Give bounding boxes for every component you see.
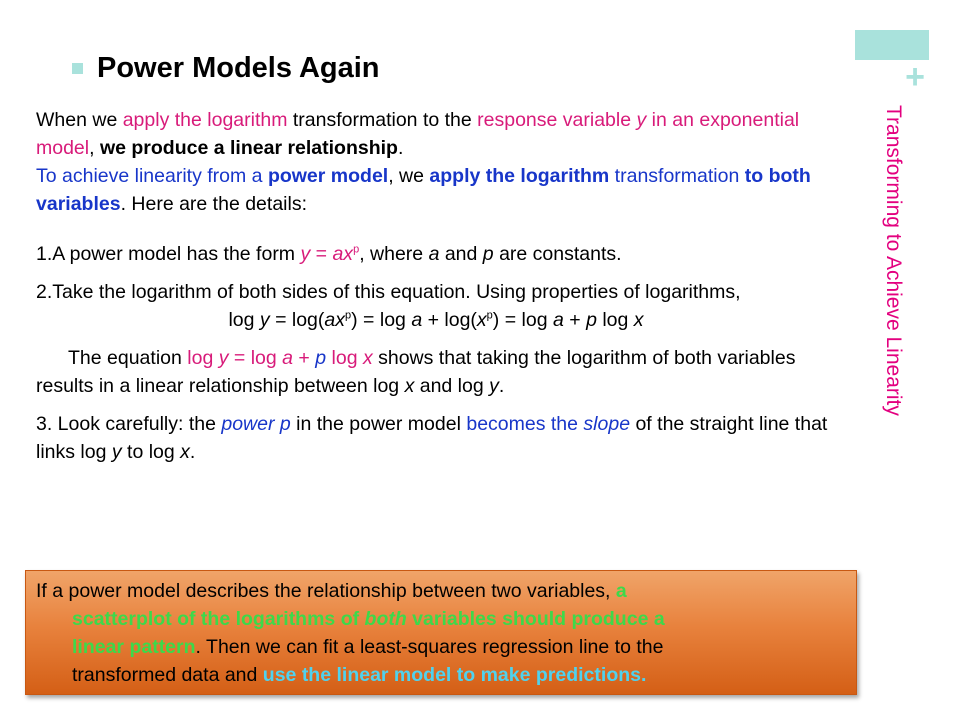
- text-run: power model: [267, 165, 389, 187]
- text-run: apply the logarithm: [122, 109, 288, 131]
- text-run: x: [404, 375, 415, 397]
- text-run: use the linear model to make predictions…: [262, 664, 647, 686]
- text-run: y: [300, 243, 311, 265]
- text-run: . Then we can fit a least-squares regres…: [195, 636, 664, 658]
- text-run: x: [180, 441, 190, 463]
- accent-bar: [855, 30, 929, 60]
- text-run: ,: [89, 137, 100, 159]
- text-run: y: [218, 347, 229, 369]
- text-run: = log(: [269, 309, 325, 331]
- step-2: 2.Take the logarithm of both sides of th…: [36, 281, 741, 303]
- text-run: 1.A power model has the form: [36, 243, 301, 265]
- text-run: =: [310, 243, 333, 265]
- text-run: To achieve linearity from a: [36, 165, 268, 187]
- text-run: x: [476, 309, 487, 331]
- text-run: When we: [36, 109, 123, 131]
- text-run: transformation to the: [287, 109, 478, 131]
- text-run: +: [563, 309, 587, 331]
- text-run: to log: [121, 441, 181, 463]
- text-run: of the straight line that links log: [36, 413, 828, 463]
- text-run: log: [187, 347, 219, 369]
- text-run: ) = log: [351, 309, 412, 331]
- text-run: , we: [388, 165, 430, 187]
- text-run: scatterplot of the logarithms of: [72, 608, 365, 630]
- text-run: apply the logarithm: [429, 165, 610, 187]
- text-run: ) = log: [492, 309, 553, 331]
- text-run: power p: [221, 413, 291, 435]
- plus-icon: +: [905, 58, 925, 96]
- text-run: log: [596, 309, 634, 331]
- slide-title: Power Models Again: [97, 51, 380, 84]
- text-run: +: [293, 347, 316, 369]
- text-run: in the power model: [290, 413, 467, 435]
- step-3: 3. Look carefully: the power p in the po…: [36, 410, 836, 466]
- text-run: a: [411, 309, 423, 331]
- text-run: linear pattern: [72, 636, 196, 658]
- text-run: ax: [324, 309, 346, 331]
- text-run: , where: [359, 243, 429, 265]
- text-run: If a power model describes the relations…: [36, 580, 616, 602]
- text-run: y: [636, 109, 647, 131]
- equation-explanation: The equation log y = log a + p log x sho…: [36, 344, 836, 400]
- step-1: 1.A power model has the form y = axp, wh…: [36, 240, 836, 268]
- text-run: y: [489, 375, 499, 397]
- text-run: x: [633, 309, 644, 331]
- text-run: .: [498, 375, 505, 397]
- text-run: a: [552, 309, 564, 331]
- text-run: = log: [228, 347, 283, 369]
- title-row: Power Models Again: [72, 48, 380, 88]
- text-run: .: [189, 441, 196, 463]
- callout-line: transformed data and use the linear mode…: [36, 661, 846, 689]
- text-run: to both variables: [36, 165, 811, 215]
- slide-body: When we apply the logarithm transformati…: [36, 106, 836, 466]
- text-run: slope: [583, 413, 631, 435]
- text-run: y: [259, 309, 270, 331]
- text-run: p: [482, 243, 494, 265]
- text-run: and: [439, 243, 483, 265]
- text-run: log: [326, 347, 363, 369]
- side-title: Transforming to Achieve Linearity: [882, 105, 905, 416]
- text-run: both: [364, 608, 407, 630]
- callout-line: linear pattern. Then we can fit a least-…: [36, 633, 846, 661]
- text-run: a: [282, 347, 293, 369]
- text-run: a: [615, 580, 627, 602]
- text-run: becomes the: [466, 413, 584, 435]
- text-run: .: [397, 137, 404, 159]
- text-run: in an exponential model: [36, 109, 800, 159]
- callout-line: If a power model describes the relations…: [36, 577, 846, 605]
- summary-callout: If a power model describes the relations…: [25, 570, 857, 695]
- text-run: . Here are the details:: [120, 193, 307, 215]
- text-run: p: [315, 347, 327, 369]
- text-run: transformation: [609, 165, 745, 187]
- text-run: log: [228, 309, 260, 331]
- text-run: p: [345, 309, 352, 322]
- text-run: shows that taking the logarithm of both …: [36, 347, 796, 397]
- text-run: x: [362, 347, 373, 369]
- text-run: 3. Look carefully: the: [36, 413, 222, 435]
- text-run: y: [111, 441, 122, 463]
- power-paragraph: To achieve linearity from a power model,…: [36, 162, 836, 218]
- text-run: are constants.: [493, 243, 622, 265]
- square-bullet-icon: [72, 62, 83, 74]
- intro-paragraph: When we apply the logarithm transformati…: [36, 106, 836, 162]
- text-run: a: [428, 243, 440, 265]
- log-equation: log y = log(axp) = log a + log(xp) = log…: [36, 306, 836, 334]
- text-run: transformed data and: [72, 664, 263, 686]
- callout-line: scatterplot of the logarithms of both va…: [36, 605, 846, 633]
- text-run: The equation: [68, 347, 188, 369]
- text-run: + log(: [422, 309, 477, 331]
- text-run: response variable: [477, 109, 637, 131]
- text-run: and log: [414, 375, 490, 397]
- text-run: we produce a linear relationship: [99, 137, 398, 159]
- text-run: variables should produce a: [406, 608, 665, 630]
- text-run: p: [486, 309, 493, 322]
- text-run: p: [586, 309, 597, 331]
- side-title-container: Transforming to Achieve Linearity: [868, 105, 918, 505]
- text-run: ax: [332, 243, 354, 265]
- text-run: p: [353, 243, 360, 256]
